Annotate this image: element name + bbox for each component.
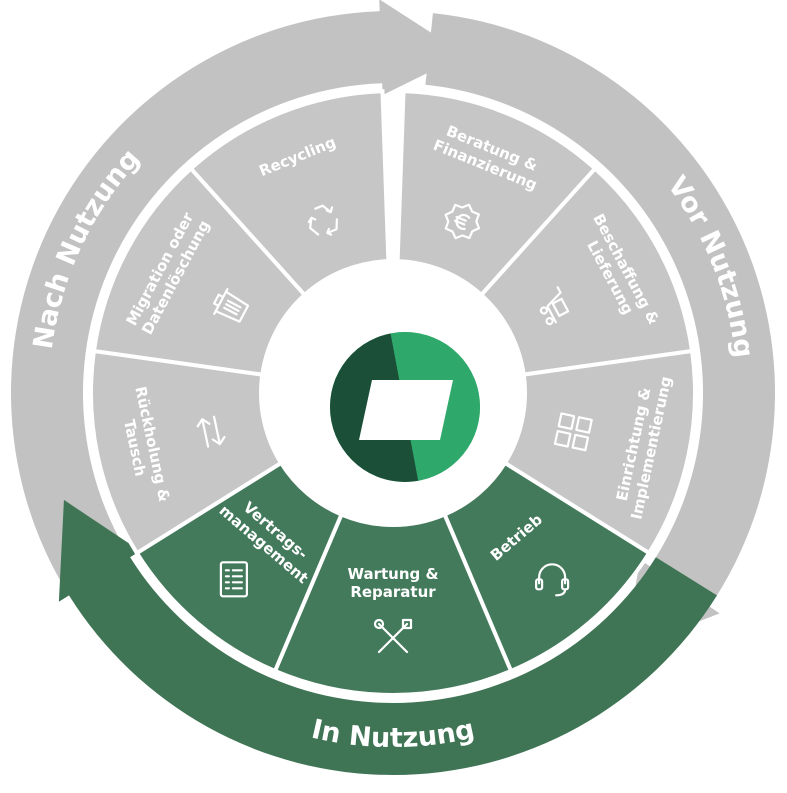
segment-migration-shape: [91, 165, 308, 377]
segment-wartung-shape: [272, 511, 514, 697]
segment-rueckholung-shape: [89, 348, 284, 556]
segment-einrichtung: Einrichtung &Implementierung: [502, 348, 697, 556]
tools-icon: [373, 618, 413, 654]
segment-label-wartung: Wartung &Reparatur: [347, 565, 438, 601]
ring-arc-vor-nutzung: [425, 13, 776, 651]
segment-beratung-shape: [395, 89, 598, 298]
logo-parallelogram: [359, 380, 453, 440]
segment-beschaffung-shape: [478, 165, 695, 377]
segment-recycling-shape: [188, 89, 391, 298]
ring-arc-in-nutzung: [58, 499, 717, 775]
segment-einrichtung-shape: [502, 348, 697, 556]
delivery-cart-icon: [539, 286, 570, 326]
segment-label-line: Wartung &: [347, 565, 438, 583]
segment-wartung: Wartung &Reparatur: [272, 511, 514, 697]
grid-apps-icon: [553, 412, 593, 452]
segment-betrieb: Betrieb: [441, 460, 652, 674]
recycle-icon: [307, 204, 338, 236]
segment-recycling: Recycling: [188, 89, 391, 298]
euro-badge-icon: [444, 203, 481, 240]
swap-arrows-icon: [196, 415, 226, 448]
document-list-icon: [219, 561, 248, 598]
segment-beratung: Beratung &Finanzierung: [395, 89, 598, 298]
trash-icon: [212, 287, 250, 323]
segment-label-line: Reparatur: [350, 583, 436, 601]
center-logo: [330, 332, 480, 482]
segment-vertrag: Vertrags-management: [134, 460, 345, 674]
ring-arc-nach-nutzung: [11, 0, 465, 629]
headset-icon: [535, 563, 570, 597]
segment-rueckholung: Rückholung &Tausch: [89, 348, 284, 556]
